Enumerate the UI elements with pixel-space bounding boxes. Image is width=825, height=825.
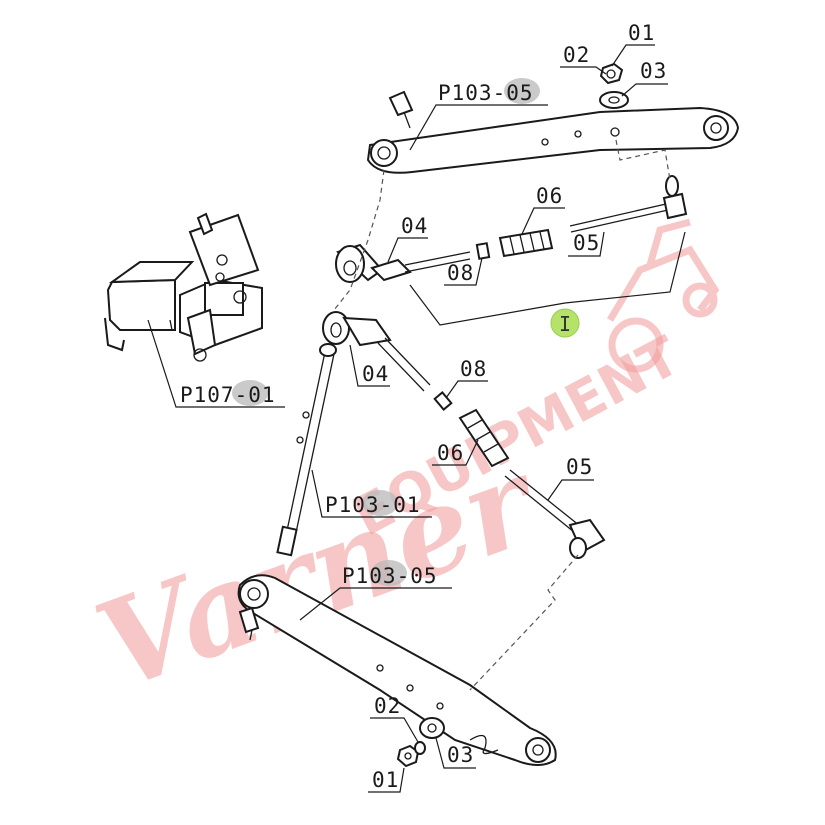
label-lower-link: P103-05 — [342, 564, 438, 588]
label-bottom-01: 01 — [372, 768, 399, 792]
label-lower-06: 06 — [437, 441, 464, 465]
label-upper-08: 08 — [447, 261, 474, 285]
label-lower-08: 08 — [460, 357, 487, 381]
label-lift-rod: P103-01 — [325, 493, 421, 517]
bottom-washer-part — [419, 717, 445, 739]
label-top-03: 03 — [640, 59, 667, 83]
top-washer-part — [599, 91, 629, 109]
bracket-part — [104, 212, 263, 362]
callout-badge: I — [550, 308, 580, 338]
label-upper-06: 06 — [536, 184, 563, 208]
lower-rod-assembly — [322, 311, 606, 559]
label-top-link: P103-05 — [438, 81, 534, 105]
upper-rod-assembly — [335, 175, 688, 283]
label-lower-04: 04 — [362, 362, 389, 386]
lift-rod-part — [276, 343, 337, 557]
label-lower-05: 05 — [566, 455, 593, 479]
tractor-icon — [606, 218, 720, 373]
label-bottom-02: 02 — [374, 694, 401, 718]
label-upper-05: 05 — [573, 231, 600, 255]
label-bracket: P107-01 — [180, 383, 276, 407]
lower-link-part — [237, 574, 557, 766]
callout-badge-text: I — [559, 312, 571, 336]
label-bottom-03: 03 — [447, 743, 474, 767]
label-upper-04: 04 — [401, 214, 428, 238]
label-top-01: 01 — [628, 21, 655, 45]
top-lower-link-part — [366, 90, 740, 174]
bottom-nut-part — [396, 741, 426, 768]
label-top-02: 02 — [563, 43, 590, 67]
top-nut-part — [599, 62, 624, 85]
